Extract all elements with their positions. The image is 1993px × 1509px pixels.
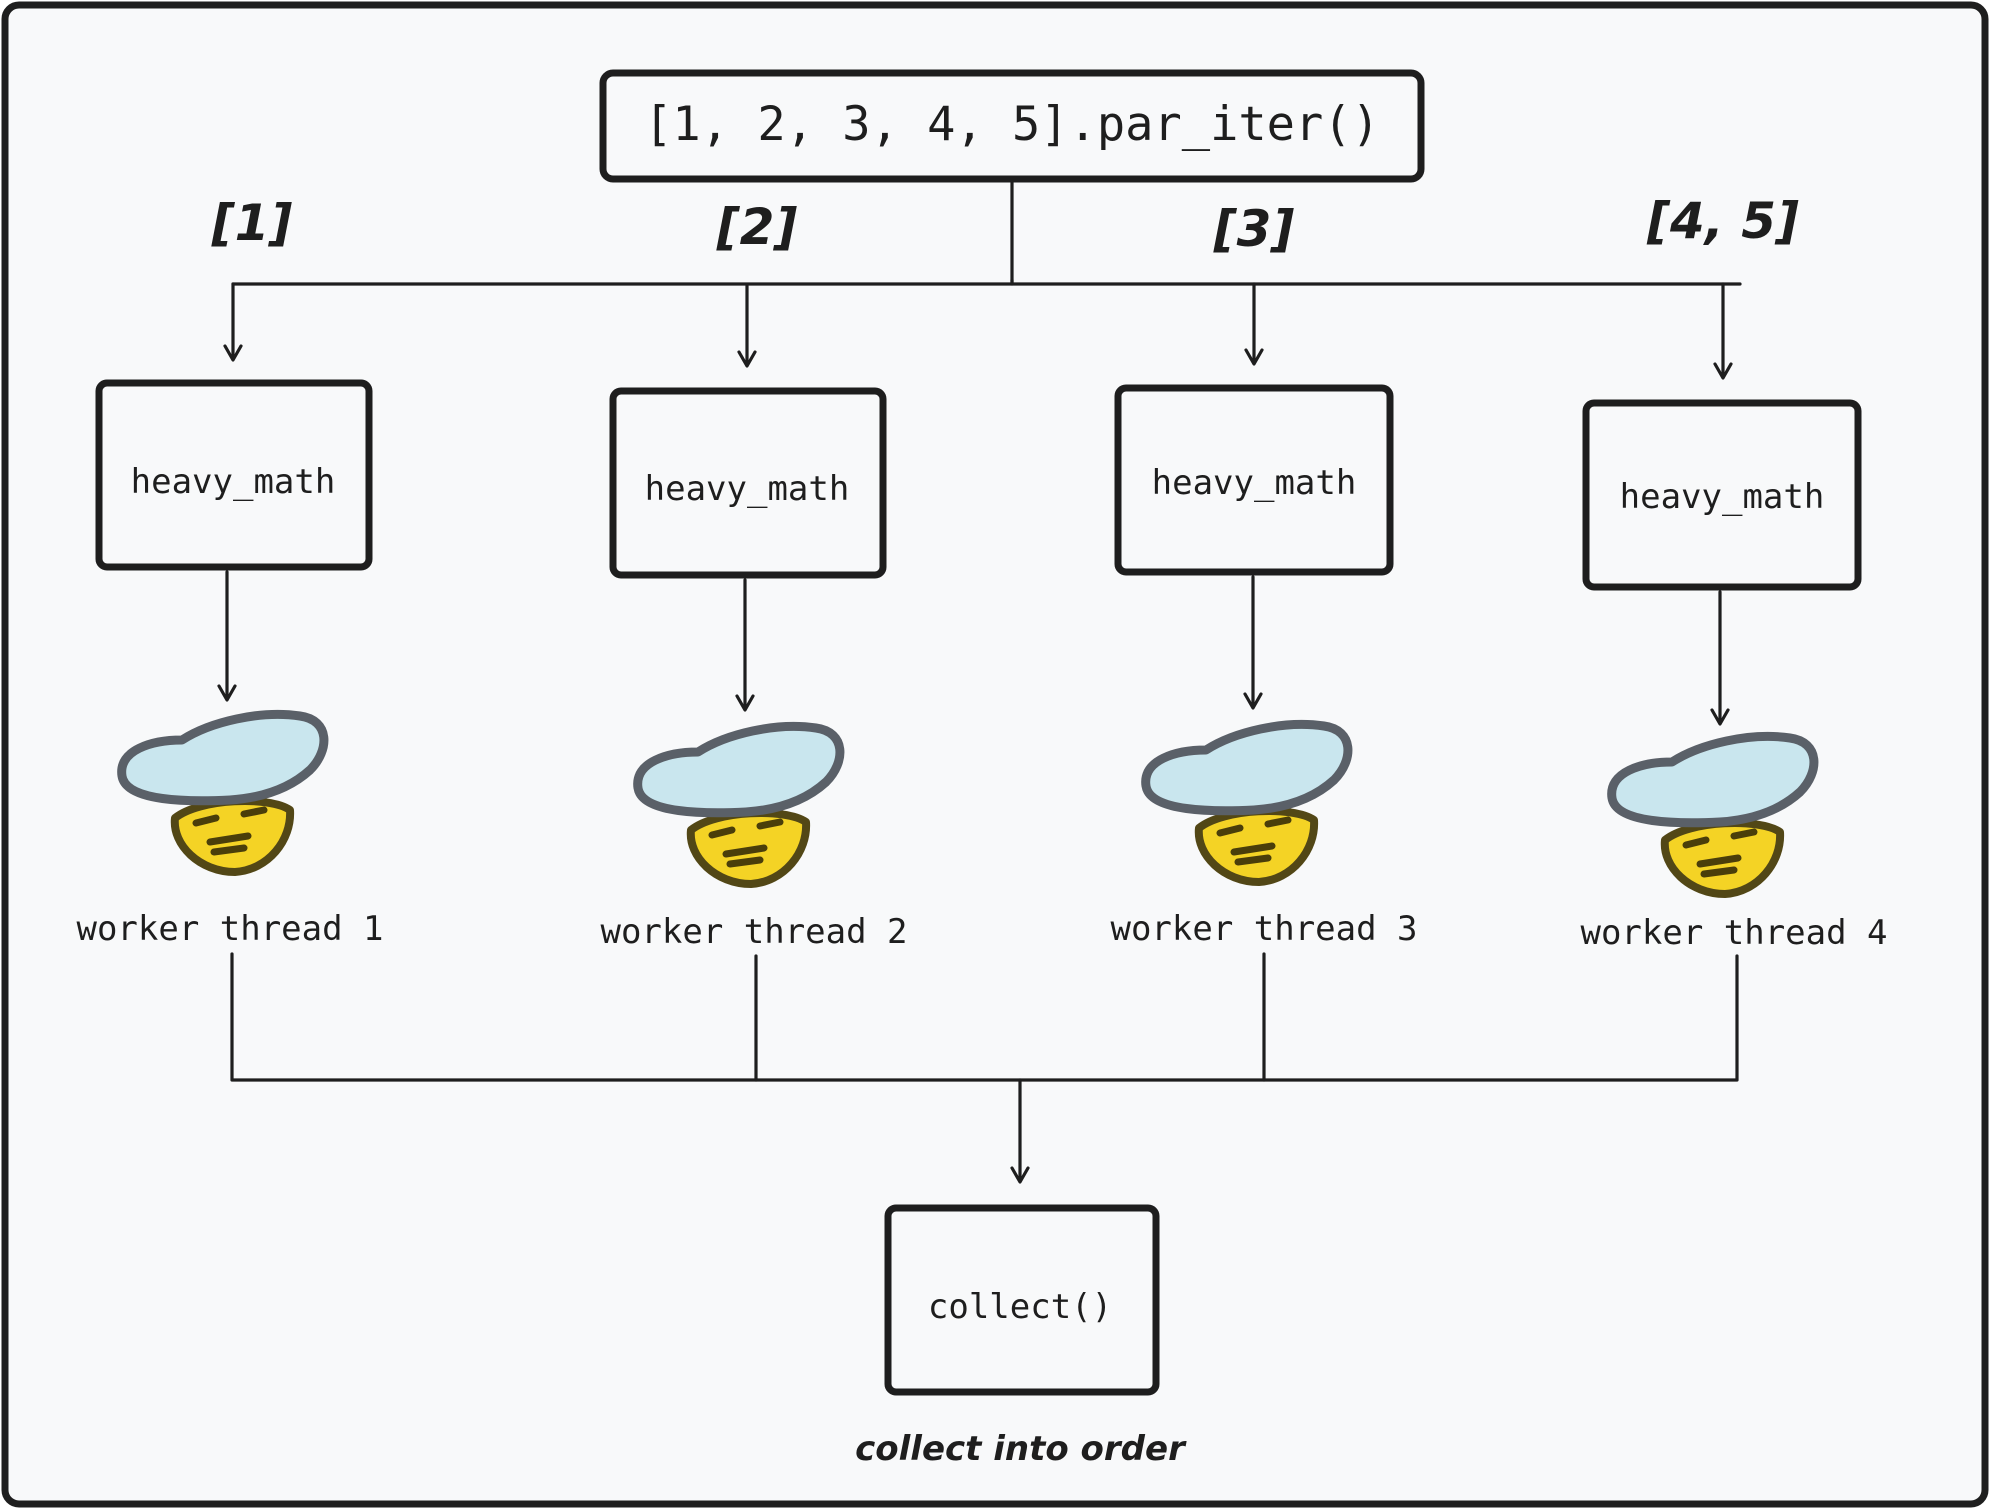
task-label-2: heavy_math [645, 469, 850, 509]
task-label-4: heavy_math [1620, 477, 1825, 517]
task-label-3: heavy_math [1152, 463, 1357, 503]
task-box-3: heavy_math [1114, 384, 1394, 576]
chunk-label-3: [3] [1213, 200, 1295, 258]
chunk-label-2: [2] [716, 198, 798, 256]
task-to-worker-arrows [217, 570, 1730, 726]
chunk-label-4: [4, 5] [1646, 192, 1799, 250]
worker-icon-4 [1607, 731, 1819, 898]
worker-icon-3 [1141, 719, 1353, 886]
task-box-4: heavy_math [1582, 399, 1862, 591]
task-box-1: heavy_math [95, 379, 373, 571]
task-label-1: heavy_math [131, 462, 336, 502]
worker-face-with-hat-icon [633, 721, 845, 888]
worker-label-3: worker thread 3 [1110, 909, 1417, 949]
worker-label-2: worker thread 2 [600, 912, 907, 952]
worker-face-with-hat-icon [117, 709, 329, 876]
collector-label: collect() [928, 1287, 1112, 1327]
collector-node: collect() [884, 1204, 1160, 1396]
source-label: [1, 2, 3, 4, 5].par_iter() [644, 97, 1380, 152]
worker-label-1: worker thread 1 [76, 909, 383, 949]
worker-icon-1 [117, 709, 329, 876]
split-connectors [223, 180, 1742, 380]
worker-label-4: worker thread 4 [1580, 913, 1887, 953]
collector-caption: collect into order [855, 1429, 1187, 1469]
worker-icon-2 [633, 721, 845, 888]
chunk-label-1: [1] [211, 194, 293, 252]
task-box-2: heavy_math [609, 387, 887, 579]
merge-connectors [230, 952, 1739, 1184]
source-node: [1, 2, 3, 4, 5].par_iter() [599, 69, 1425, 183]
worker-face-with-hat-icon [1607, 731, 1819, 898]
worker-face-with-hat-icon [1141, 719, 1353, 886]
